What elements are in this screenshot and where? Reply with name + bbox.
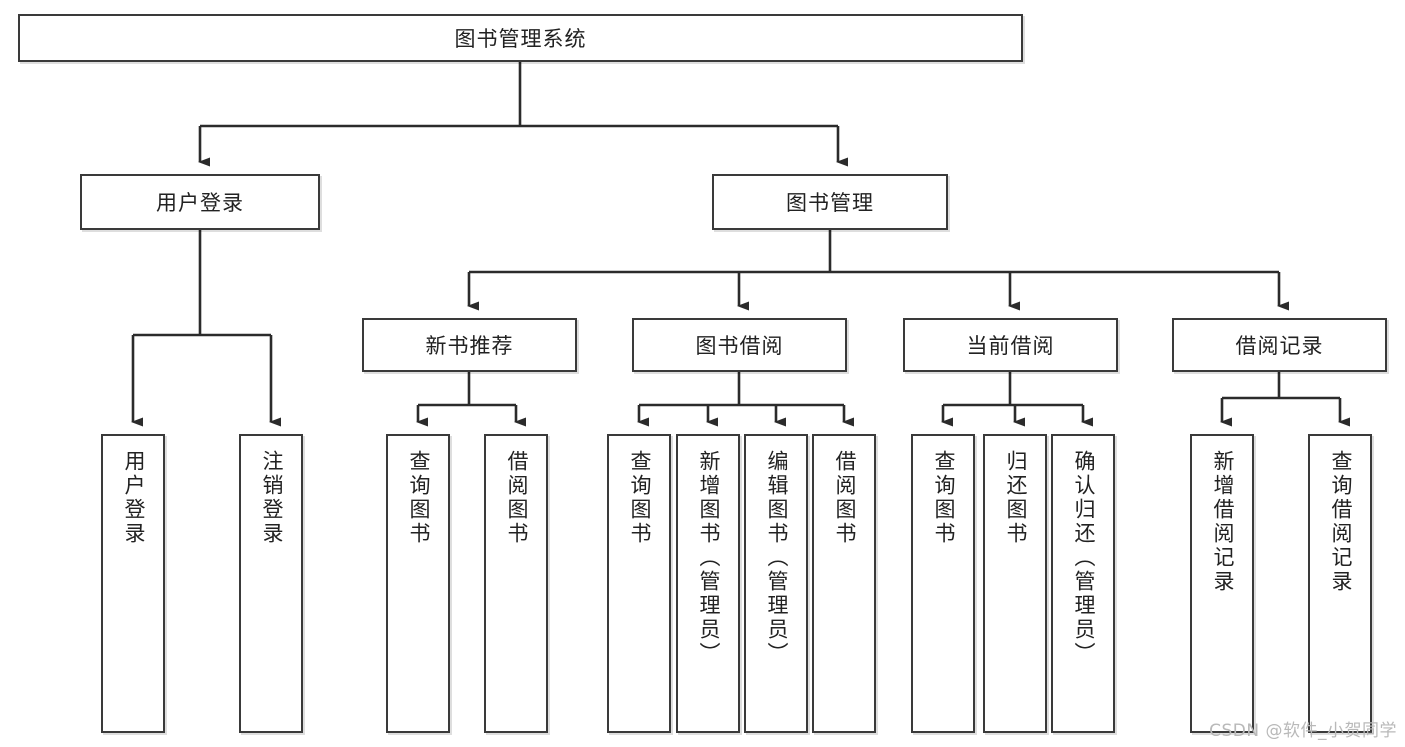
leaf-label: 查询图书 (931, 450, 956, 546)
leaf-label: 编辑图书（管理员） (764, 450, 789, 666)
leaf-label: 确认归还（管理员） (1071, 450, 1096, 666)
leaf-add-borrow-record[interactable]: 新增借阅记录 (1190, 434, 1254, 733)
leaf-label: 新增图书（管理员） (696, 450, 721, 666)
leaf-query-book-borrow[interactable]: 查询图书 (607, 434, 671, 733)
leaf-label: 归还图书 (1003, 450, 1028, 546)
leaf-label: 借阅图书 (832, 450, 857, 546)
leaf-confirm-return-admin[interactable]: 确认归还（管理员） (1051, 434, 1115, 733)
node-new-book-recommend[interactable]: 新书推荐 (362, 318, 577, 372)
node-book-management-label: 图书管理 (786, 191, 874, 215)
watermark: CSDN @软件_小贺同学 (1209, 721, 1397, 741)
leaf-label: 查询借阅记录 (1328, 450, 1353, 594)
node-borrow-record-label: 借阅记录 (1235, 334, 1324, 358)
node-book-borrow[interactable]: 图书借阅 (632, 318, 847, 372)
leaf-borrow-book-recommend[interactable]: 借阅图书 (484, 434, 548, 733)
leaf-label: 注销登录 (259, 450, 284, 546)
node-user-login[interactable]: 用户登录 (80, 174, 320, 230)
leaf-label: 借阅图书 (504, 450, 529, 546)
node-user-login-label: 用户登录 (156, 191, 244, 215)
leaf-user-logout[interactable]: 注销登录 (239, 434, 303, 733)
node-book-borrow-label: 图书借阅 (695, 334, 784, 358)
leaf-label: 查询图书 (406, 450, 431, 546)
node-borrow-record[interactable]: 借阅记录 (1172, 318, 1387, 372)
leaf-query-book-current[interactable]: 查询图书 (911, 434, 975, 733)
node-root[interactable]: 图书管理系统 (18, 14, 1023, 62)
node-current-borrow-label: 当前借阅 (966, 334, 1055, 358)
node-root-label: 图书管理系统 (454, 27, 587, 51)
leaf-query-borrow-record[interactable]: 查询借阅记录 (1308, 434, 1372, 733)
leaf-borrow-book[interactable]: 借阅图书 (812, 434, 876, 733)
leaf-query-book-recommend[interactable]: 查询图书 (386, 434, 450, 733)
leaf-user-login[interactable]: 用户登录 (101, 434, 165, 733)
leaf-return-book[interactable]: 归还图书 (983, 434, 1047, 733)
node-current-borrow[interactable]: 当前借阅 (903, 318, 1118, 372)
leaf-label: 新增借阅记录 (1210, 450, 1235, 594)
leaf-edit-book-admin[interactable]: 编辑图书（管理员） (744, 434, 808, 733)
node-book-management[interactable]: 图书管理 (712, 174, 948, 230)
leaf-add-book-admin[interactable]: 新增图书（管理员） (676, 434, 740, 733)
node-new-book-recommend-label: 新书推荐 (425, 334, 514, 358)
leaf-label: 用户登录 (121, 450, 146, 546)
leaf-label: 查询图书 (627, 450, 652, 546)
